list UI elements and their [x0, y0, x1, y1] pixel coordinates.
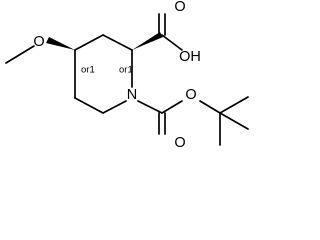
bond-o-methyl	[5, 45, 35, 64]
wedge-bond-c2-cooh	[132, 32, 163, 50]
bond-tert-methyl-right	[219, 112, 249, 130]
atom-label-acid-carbonyl-oxygen: O	[174, 0, 185, 15]
bond-c3-c4	[74, 34, 104, 51]
bond-c-oh	[161, 34, 183, 51]
bond-tert-methyl-up	[219, 96, 249, 114]
bond-c2-c3	[102, 34, 133, 51]
bond-o-c-tert	[199, 100, 221, 114]
atom-label-carbamate-ether-oxygen: O	[185, 87, 196, 103]
atom-label-acid-hydroxyl: OH	[179, 49, 201, 65]
bond-c5-c6	[74, 97, 104, 114]
stereo-label-c2: or1	[119, 65, 133, 76]
atom-label-methoxy-oxygen: O	[33, 34, 44, 50]
bond-c6-n1	[102, 100, 127, 114]
atom-label-carbamate-carbonyl-oxygen: O	[174, 135, 185, 151]
bond-c-o-ether	[161, 100, 183, 114]
atom-label-ring-nitrogen: N	[127, 87, 137, 103]
stereo-label-c4: or1	[81, 65, 95, 76]
wedge-bond-c4-o-methoxy	[46, 37, 75, 50]
bond-n1-c-carbamate	[137, 100, 163, 114]
molecule-structure-diagram: O O OH N O O or1 or1	[5, 0, 249, 151]
